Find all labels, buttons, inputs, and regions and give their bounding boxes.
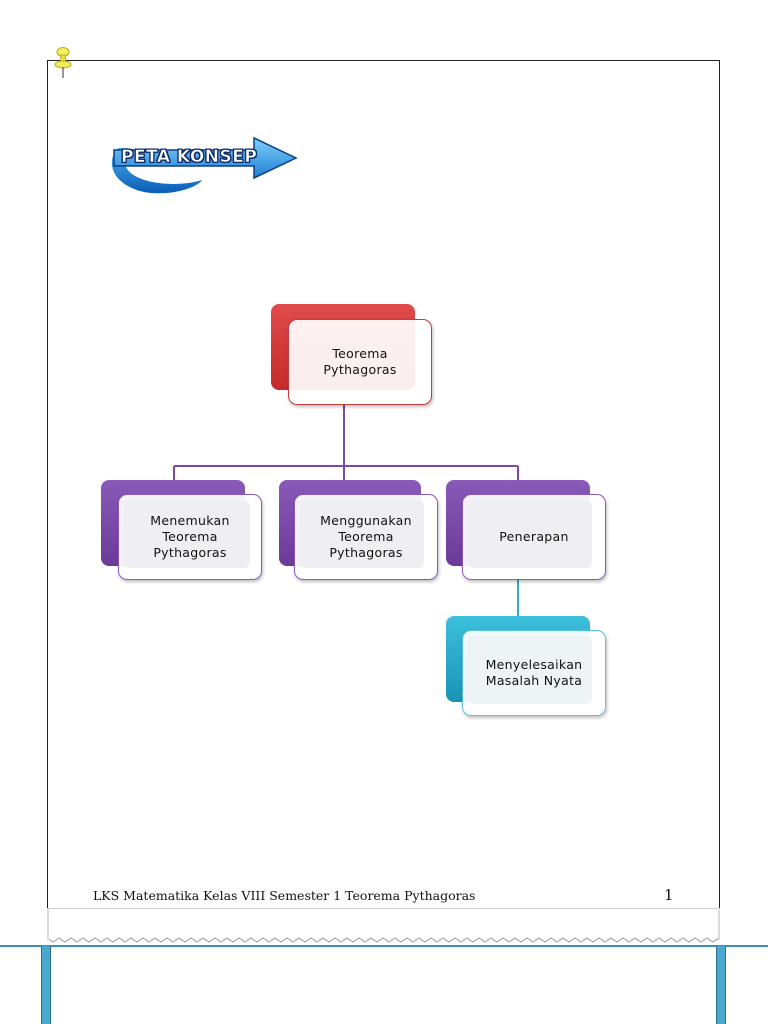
node-label: Menggunakan Teorema Pythagoras bbox=[320, 513, 412, 560]
next-page-left-edge bbox=[41, 946, 51, 1024]
logo-text: PETA KONSEP bbox=[121, 147, 258, 168]
page-frame bbox=[47, 60, 720, 940]
pushpin-icon bbox=[54, 47, 72, 78]
node-label: Penerapan bbox=[499, 529, 569, 544]
page-number: 1 bbox=[664, 886, 674, 904]
peta-konsep-logo bbox=[111, 136, 298, 194]
page-divider bbox=[0, 945, 768, 947]
node-label: Menemukan Teorema Pythagoras bbox=[150, 513, 230, 560]
node-label: Menyelesaikan Masalah Nyata bbox=[485, 657, 583, 688]
next-page-right-edge bbox=[716, 946, 726, 1024]
footer-title: LKS Matematika Kelas VIII Semester 1 Teo… bbox=[93, 888, 476, 903]
node-label: Teorema Pythagoras bbox=[323, 346, 397, 377]
page-tear-edge bbox=[47, 908, 720, 943]
